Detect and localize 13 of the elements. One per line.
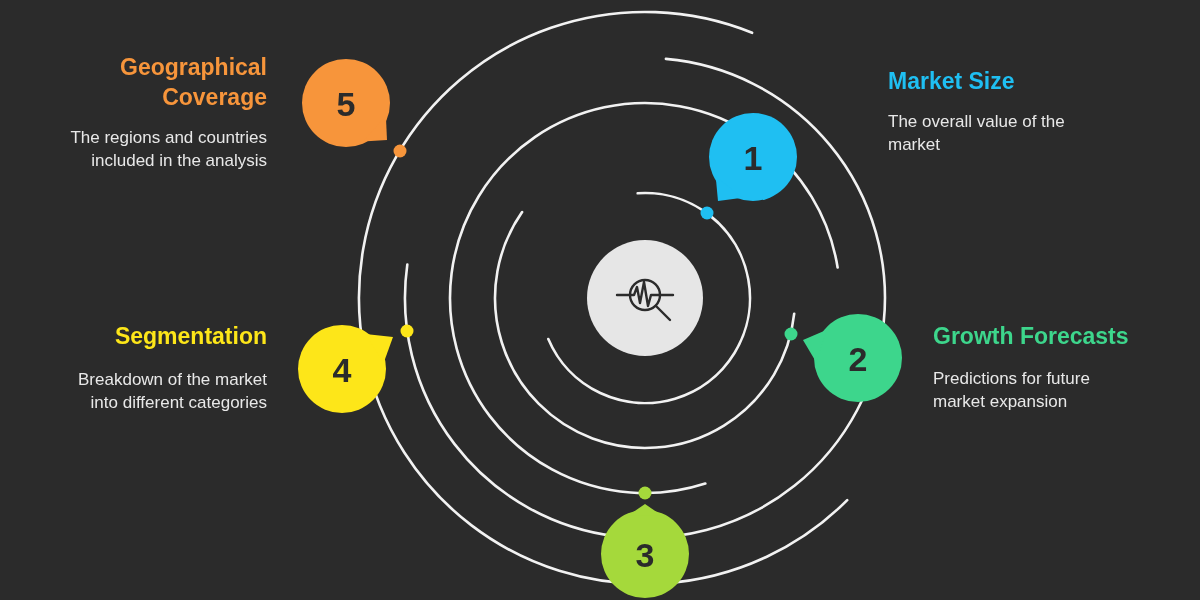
item-heading: Geographical Coverage [119, 53, 267, 112]
item-heading: Segmentation [114, 322, 267, 351]
item-heading: Growth Forecasts [933, 322, 1129, 351]
item-heading: Market Size [888, 67, 1015, 96]
item-description: Breakdown of the market into different categories [77, 369, 267, 414]
step-number: 3 [635, 538, 655, 572]
item-description: Predictions for future market expansion [933, 368, 1091, 413]
item-description: The overall value of the market [888, 111, 1066, 156]
item-description: The regions and countries included in the analysis [69, 127, 267, 172]
step-number: 5 [336, 87, 356, 121]
step-number: 1 [743, 141, 763, 175]
step-number: 2 [848, 342, 868, 376]
step-number: 4 [332, 353, 352, 387]
